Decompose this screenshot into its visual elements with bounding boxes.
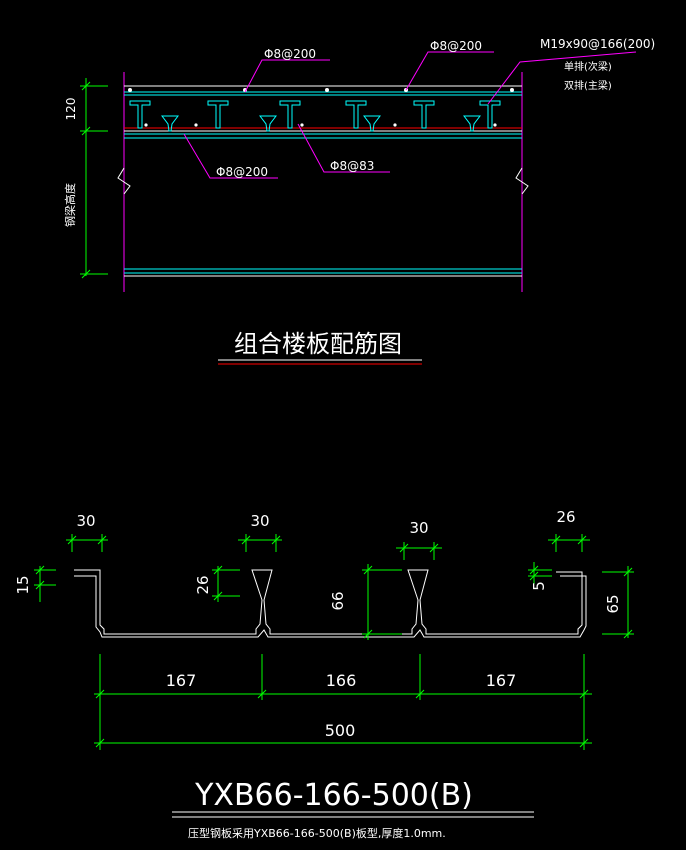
dim-right-5: 5: [530, 581, 548, 591]
deck-title: YXB66-166-500(B): [194, 778, 473, 813]
shear-stud: [345, 100, 367, 129]
slab-dimension: [80, 78, 108, 279]
label-double-row: 双排(主梁): [564, 79, 612, 92]
rebar-dot: [510, 88, 514, 92]
beam-height-label: 钢梁高度: [63, 183, 77, 227]
rebar-dots: [128, 88, 514, 127]
dim-top-30-right: 30: [409, 519, 428, 537]
rebar-dot: [393, 123, 397, 127]
rebar-dot: [144, 123, 148, 127]
deck-note: 压型钢板采用YXB66-166-500(B)板型,厚度1.0mm.: [188, 826, 446, 840]
deck-profile: [74, 569, 583, 635]
label-bottom-mid-rebar: Φ8@83: [330, 159, 374, 173]
dim-right-65: 65: [604, 594, 622, 613]
slab-title: 组合楼板配筋图: [234, 330, 402, 358]
leader-lines: [183, 51, 637, 179]
deck-rib: [363, 115, 381, 132]
dim-rib-66: 66: [329, 591, 347, 610]
shear-stud: [413, 100, 435, 129]
label-top-mid-rebar: Φ8@200: [430, 39, 482, 53]
deck-dimensions: [34, 534, 634, 750]
dim-top-30-left: 30: [76, 512, 95, 530]
deck-profile-section: 30 30 30 26 15 26 66 5 65 167 166 167 50…: [14, 508, 634, 840]
dim-width-500: 500: [325, 721, 356, 740]
deck-rib: [259, 115, 277, 132]
slab-section: 120 钢梁高度 Φ8@200 Φ8@200 M19x90@166(200) 单…: [63, 37, 655, 365]
rebar-dot: [300, 123, 304, 127]
rebar-dot: [128, 88, 132, 92]
deck-rib: [161, 115, 179, 132]
shear-studs: [129, 100, 501, 129]
rebar-dot: [194, 123, 198, 127]
dim-left-15: 15: [14, 575, 32, 594]
dim-width-166: 166: [326, 671, 357, 690]
label-top-left-rebar: Φ8@200: [264, 47, 316, 61]
label-stud-spec: M19x90@166(200): [540, 37, 655, 51]
deck-rib: [463, 115, 481, 132]
dim-top-30-mid: 30: [250, 512, 269, 530]
shear-stud: [479, 100, 501, 129]
shear-stud: [207, 100, 229, 129]
dim-rib-26: 26: [194, 575, 212, 594]
rebar-dot: [325, 88, 329, 92]
shear-stud: [129, 100, 151, 129]
label-single-row: 单排(次梁): [564, 60, 612, 73]
shear-stud: [279, 100, 301, 129]
rebar-dot: [493, 123, 497, 127]
dim-width-167-left: 167: [166, 671, 197, 690]
dim-120-label: 120: [64, 98, 78, 121]
dim-width-167-right: 167: [486, 671, 517, 690]
label-bottom-left-rebar: Φ8@200: [216, 165, 268, 179]
dim-top-26: 26: [556, 508, 575, 526]
deck-ribs: [161, 115, 481, 132]
